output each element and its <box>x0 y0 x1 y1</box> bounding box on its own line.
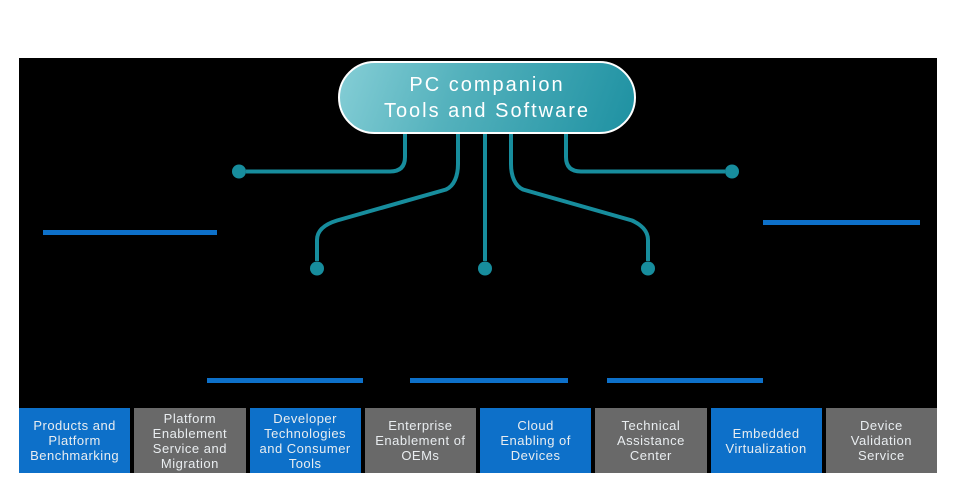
service-box-embedded-virtualization: Embedded Virtualization <box>710 408 822 473</box>
hub-node: PC companion Tools and Software <box>338 61 636 134</box>
branch-endpoint-dot <box>478 261 492 276</box>
service-box-device-validation: Device Validation Service <box>825 408 937 473</box>
service-box-developer-technologies: Developer Technologies and Consumer Tool… <box>249 408 361 473</box>
connector-branch-lower-right <box>509 130 650 261</box>
service-box-row: Products and Platform Benchmarking Platf… <box>19 408 937 473</box>
branch-endpoint-dot <box>232 164 246 179</box>
connector-branch-lower-left <box>315 130 460 261</box>
accent-underline-2 <box>410 378 568 383</box>
connector-branch-right <box>564 130 725 174</box>
accent-underline-3 <box>607 378 763 383</box>
accent-line-right <box>763 220 920 225</box>
hub-title: PC companion Tools and Software <box>383 73 591 122</box>
service-box-label: Device Validation Service <box>850 418 912 463</box>
service-box-platform-enablement: Platform Enablement Service and Migratio… <box>134 408 246 473</box>
service-box-products-platform-benchmarking: Products and Platform Benchmarking <box>19 408 131 473</box>
service-box-label: Products and Platform Benchmarking <box>30 418 120 463</box>
accent-underline-1 <box>207 378 363 383</box>
accent-line-left <box>43 230 217 235</box>
branch-endpoint-dot <box>641 261 655 276</box>
branch-endpoint-dot <box>310 261 324 276</box>
service-box-label: Platform Enablement Service and Migratio… <box>152 410 228 471</box>
service-box-label: Enterprise Enablement of OEMs <box>375 418 466 463</box>
service-box-enterprise-enablement: Enterprise Enablement of OEMs <box>364 408 476 473</box>
branch-endpoint-dot <box>725 164 739 179</box>
service-box-label: Embedded Virtualization <box>725 425 807 456</box>
service-box-technical-assistance: Technical Assistance Center <box>595 408 707 473</box>
service-box-label: Technical Assistance Center <box>616 418 685 463</box>
connector-branch-left <box>246 130 407 174</box>
service-box-label: Cloud Enabling of Devices <box>500 418 571 463</box>
service-box-label: Developer Technologies and Consumer Tool… <box>259 410 351 471</box>
service-box-cloud-enabling: Cloud Enabling of Devices <box>480 408 592 473</box>
